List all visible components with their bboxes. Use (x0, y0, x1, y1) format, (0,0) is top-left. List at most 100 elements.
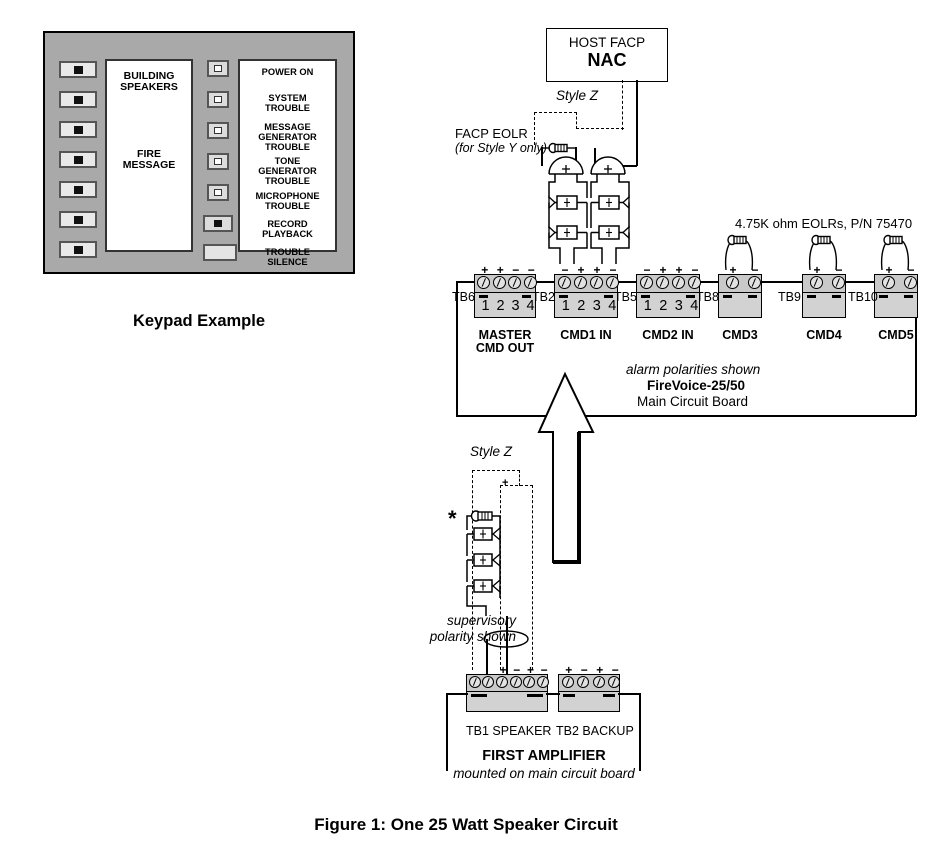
eolr-lead-left (541, 147, 543, 166)
tb1-polarity: +− +−+− (499, 663, 548, 677)
tb2backup-screw-3[interactable] (592, 676, 605, 688)
tb9-screw-1[interactable] (809, 276, 823, 289)
tb6-screw-3[interactable] (508, 276, 522, 289)
tb9-polarity: +− (813, 263, 843, 277)
tb2-screw-4[interactable] (605, 276, 619, 289)
speaker-button-5[interactable] (59, 181, 97, 198)
bus-wire-tb6-tb2 (536, 281, 554, 283)
tb5-polarity: −++− (643, 263, 699, 277)
tb1-screw-3[interactable] (496, 676, 509, 688)
tb2-screw-2[interactable] (573, 276, 587, 289)
tb2backup-screw-1[interactable] (561, 676, 574, 688)
board-note-line1: alarm polarities shown (626, 362, 761, 377)
speaker-button-6[interactable] (59, 211, 97, 228)
terminal-block-tb1-speaker[interactable]: +− +−+− (466, 664, 550, 712)
label-record-1: RECORD (267, 219, 308, 229)
tb2backup-screw-4[interactable] (608, 676, 621, 688)
led-message-generator-trouble[interactable] (207, 122, 229, 139)
tb5-name: CMD2 IN (642, 328, 694, 342)
bus-wire-tb8-tb9 (762, 281, 804, 283)
record-playback-button[interactable] (203, 215, 233, 232)
terminal-block-tb2-backup[interactable]: +−+− (558, 664, 621, 712)
tb1-screw-4[interactable] (509, 676, 522, 688)
keypad-label-plate: POWER ON SYSTEM TROUBLE MESSAGE GENERATO… (238, 59, 337, 267)
host-facp-label: HOST FACP (568, 35, 646, 50)
tb8-screw-2[interactable] (747, 276, 761, 289)
tb2backup-screw-2[interactable] (577, 676, 590, 688)
led-power-on[interactable] (207, 60, 229, 77)
asterisk-marker: * (448, 506, 457, 531)
label-message-generator-1: MESSAGE (264, 122, 311, 132)
tb10-screw-1[interactable] (881, 276, 895, 289)
bus-wire-left-stub (456, 281, 474, 283)
tb2backup-polarity: +−+− (565, 663, 619, 677)
eolr-loop-cmd5 (880, 234, 910, 270)
speaker-chain-left (548, 156, 588, 264)
supervisory-note-line1: supervisory (446, 613, 516, 628)
label-record-2: PLAYBACK (262, 229, 313, 239)
label-trouble-silence-1: TROUBLE (265, 247, 310, 257)
board-note-line2: FireVoice-25/50 (647, 378, 746, 393)
nac-label: NAC (587, 50, 627, 70)
terminal-block-tb9[interactable]: +− (802, 264, 846, 318)
style-z-dash-h1 (576, 128, 624, 129)
tb1-screw-6[interactable] (537, 676, 550, 688)
speaker-button-7[interactable] (59, 241, 97, 258)
tb2-screw-1[interactable] (557, 276, 571, 289)
nac-wire-branch (594, 148, 596, 166)
tb8-screw-1[interactable] (725, 276, 739, 289)
keypad-display: BUILDING SPEAKERS FIRE MESSAGE (105, 59, 193, 252)
style-z-top-label: Style Z (556, 88, 599, 103)
label-tone-generator-2: GENERATOR (258, 166, 317, 176)
loop-lead-left (486, 639, 488, 676)
terminal-block-tb10[interactable]: +− (874, 264, 918, 318)
tb6-screw-4[interactable] (523, 276, 537, 289)
facp-eolr-label: FACP EOLR (455, 126, 528, 141)
lower-speaker-chain (466, 510, 501, 616)
style-z-lower-label: Style Z (470, 444, 513, 459)
speaker-button-4[interactable] (59, 151, 97, 168)
label-message-generator-2: GENERATOR (258, 132, 317, 142)
tb2-polarity: −++− (561, 263, 617, 277)
tb6-name-line2: CMD OUT (475, 341, 535, 355)
tb1-screw-5[interactable] (523, 676, 536, 688)
tb2-tag: TB2 (532, 290, 555, 304)
tb10-screw-2[interactable] (903, 276, 917, 289)
label-system-trouble-1: SYSTEM (268, 93, 307, 103)
tb5-screw-1[interactable] (639, 276, 653, 289)
terminal-block-tb8[interactable]: +− (718, 264, 762, 318)
led-microphone-trouble[interactable] (207, 184, 229, 201)
tb1-screw-2[interactable] (482, 676, 495, 688)
tb5-screw-2[interactable] (655, 276, 669, 289)
led-system-trouble[interactable] (207, 91, 229, 108)
style-z-lower-dash-left (472, 470, 473, 670)
tb6-screw-1[interactable] (477, 276, 491, 289)
speaker-button-1[interactable] (59, 61, 97, 78)
eolr-lead-right (575, 147, 577, 166)
tb9-screw-2[interactable] (831, 276, 845, 289)
display-line-2: SPEAKERS (120, 81, 178, 93)
tb6-screw-2[interactable] (492, 276, 506, 289)
label-trouble-silence-2: SILENCE (267, 257, 308, 267)
tb5-screw-4[interactable] (687, 276, 701, 289)
speaker-button-3[interactable] (59, 121, 97, 138)
label-microphone-1: MICROPHONE (255, 191, 320, 201)
nac-wire-right (636, 80, 638, 166)
style-z-lower-dash-top (472, 470, 520, 471)
display-line-4: MESSAGE (122, 159, 176, 171)
tb1-screw-1[interactable] (468, 676, 481, 688)
keypad-caption: Keypad Example (132, 312, 266, 330)
speaker-button-2[interactable] (59, 91, 97, 108)
bus-wire-tb2-tb5 (618, 281, 636, 283)
amplifier-title: FIRST AMPLIFIER (482, 748, 606, 764)
trouble-silence-button[interactable] (203, 244, 237, 261)
led-tone-generator-trouble[interactable] (207, 153, 229, 170)
tb5-screw-3[interactable] (671, 276, 685, 289)
eolr-loop-cmd4 (808, 234, 838, 270)
tb2-screw-3[interactable] (589, 276, 603, 289)
